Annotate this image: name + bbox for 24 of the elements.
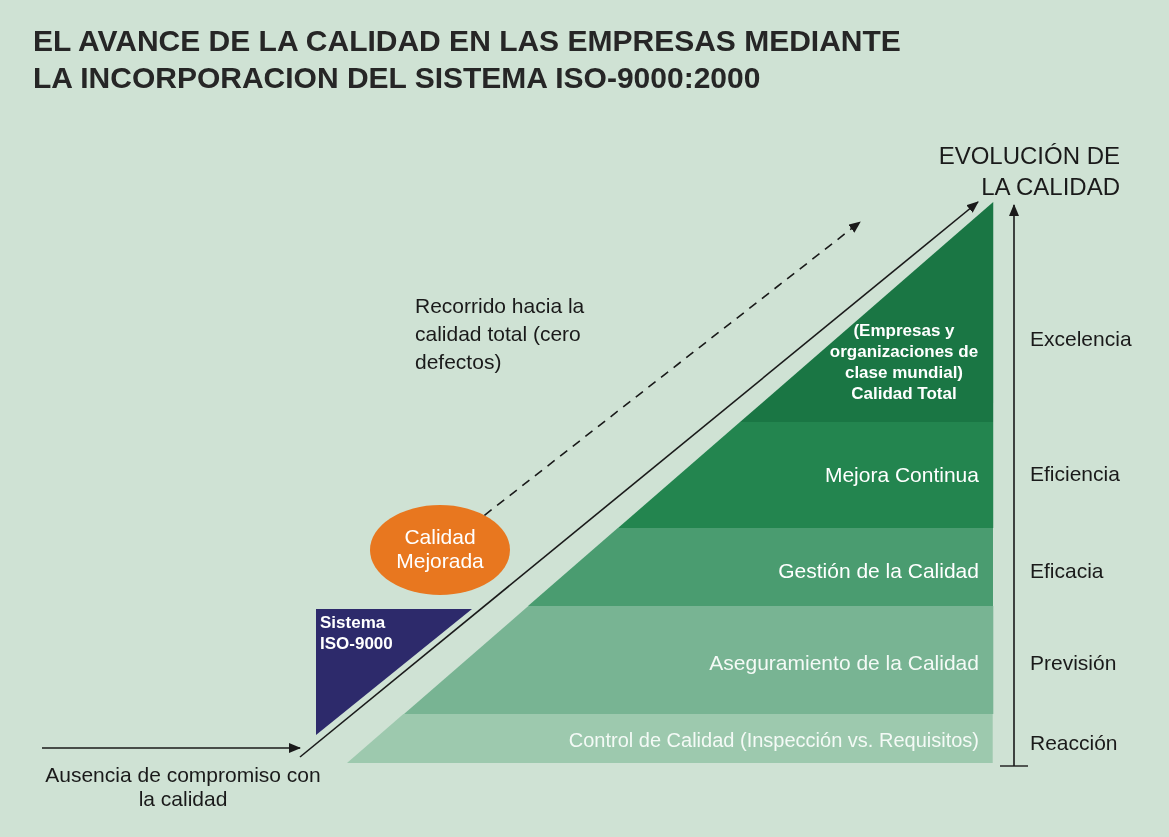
quality-level-band [739, 202, 993, 422]
title: EL AVANCE DE LA CALIDAD EN LAS EMPRESAS MEDIANTE LA INCORPORACION DEL SISTEMA ISO-9000:2000 [33, 23, 902, 96]
edge-label: Recorrido hacia la calidad total (cero defectos) [415, 293, 586, 375]
axis-label: Reacción [1030, 731, 1118, 755]
axis-label: Excelencia [1030, 327, 1132, 351]
arrow [299, 201, 979, 758]
caption-text: Ausencia de compromiso con la calidad [44, 763, 322, 811]
axis-label: Eficacia [1030, 559, 1104, 583]
quality-level-band [617, 422, 993, 528]
axis-label: Eficiencia [1030, 462, 1120, 486]
node-label: Sistema ISO-9000 [320, 612, 394, 654]
quality-level-band [528, 528, 993, 606]
node-label: Aseguramiento de la Calidad [708, 650, 979, 675]
dashed-arrow [483, 221, 861, 517]
node-label: Calidad Mejorada [395, 525, 485, 573]
axis-label: Previsión [1030, 651, 1117, 675]
node-label: Gestión de la Calidad [777, 558, 979, 583]
quality-level-band [347, 714, 993, 763]
ellipse [370, 505, 510, 595]
node-label: Mejora Continua [823, 462, 979, 487]
node-label: (Empresas y organizaciones de clase mundial) Calidad Total [829, 320, 979, 404]
quality-level-band [403, 606, 993, 714]
axis-title: EVOLUCIÓN DE LA CALIDAD [937, 141, 1120, 202]
node-label: Control de Calidad (Inspección vs. Requisitos) [567, 728, 979, 752]
